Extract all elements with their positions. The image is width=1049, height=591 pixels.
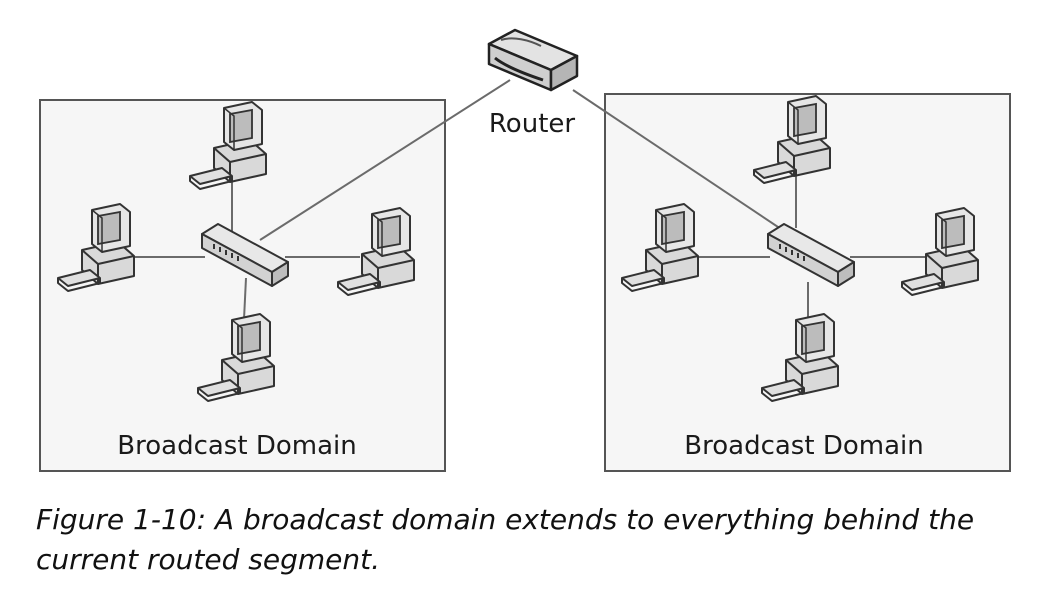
figure-caption: Figure 1-10: A broadcast domain extends …	[36, 500, 1026, 580]
network-diagram: Router Broadcast Domain Broadcast Domain	[39, 28, 1011, 472]
caption-line-2: current routed segment.	[36, 543, 380, 576]
broadcast-domain-label-right: Broadcast Domain	[684, 431, 923, 461]
caption-line-1: Figure 1-10: A broadcast domain extends …	[36, 503, 975, 536]
broadcast-domain-label-left: Broadcast Domain	[117, 431, 356, 461]
link-router-left-switch	[259, 79, 511, 241]
router-icon	[487, 28, 579, 92]
router-label: Router	[489, 109, 575, 139]
link-router-right-switch	[572, 89, 791, 236]
